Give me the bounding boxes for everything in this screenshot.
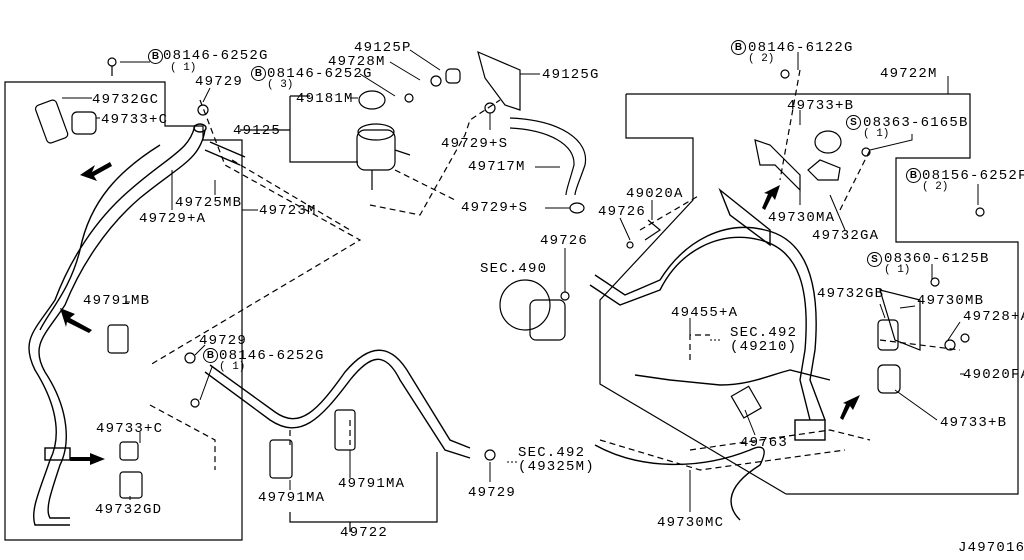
part-label-49729[interactable]: 49729 — [468, 485, 517, 501]
quantity-label: ( 2) — [922, 181, 949, 193]
part-label-49125g[interactable]: 49125G — [542, 67, 600, 83]
part-label-49125p[interactable]: 49125P — [354, 40, 412, 56]
bolt-symbol-b: B — [906, 168, 921, 183]
part-label-49725mb[interactable]: 49725MB — [175, 195, 243, 211]
screw-symbol-s: S — [867, 252, 882, 267]
part-label-49730ma[interactable]: 49730MA — [768, 210, 836, 226]
part-label-49020a[interactable]: 49020A — [626, 186, 684, 202]
part-label-49729s[interactable]: 49729+S — [461, 200, 529, 216]
section-ref-49325m: (49325M) — [518, 459, 595, 475]
part-label-49732gd[interactable]: 49732GD — [95, 502, 163, 518]
quantity-label: ( 1) — [170, 62, 197, 74]
hose-49722m — [589, 187, 831, 521]
part-label-49726[interactable]: 49726 — [598, 204, 647, 220]
quantity-label: ( 1) — [219, 361, 246, 373]
part-label-49728a[interactable]: 49728+A — [963, 309, 1024, 325]
group-box-49722m — [599, 93, 1019, 495]
quantity-label: ( 1) — [884, 264, 911, 276]
bolt-symbol-b: B — [731, 40, 746, 55]
part-label-49181m[interactable]: 49181M — [296, 91, 354, 107]
bolt-symbol-b: B — [203, 348, 218, 363]
part-label-49455a[interactable]: 49455+A — [671, 305, 739, 321]
part-label-08360-6125b[interactable]: 08360-6125B — [884, 251, 990, 267]
section-label-490[interactable]: SEC.490 — [480, 261, 548, 277]
part-label-08156-6252f[interactable]: 08156-6252F — [922, 168, 1024, 184]
section-ref-49210: (49210) — [730, 339, 798, 355]
bracket-49722 — [289, 452, 438, 532]
part-label-49732gc[interactable]: 49732GC — [92, 92, 160, 108]
part-label-49732ga[interactable]: 49732GA — [812, 228, 880, 244]
part-label-49717m[interactable]: 49717M — [468, 159, 526, 175]
part-label-49733b[interactable]: 49733+B — [940, 415, 1008, 431]
bolt-symbol-b: B — [148, 49, 163, 64]
part-label-08146-6252g[interactable]: 08146-6252G — [163, 48, 269, 64]
section-label-492[interactable]: SEC.492 — [730, 325, 798, 341]
leader-lines — [62, 49, 979, 512]
part-label-49729[interactable]: 49729 — [199, 333, 248, 349]
part-label-49730mb[interactable]: 49730MB — [917, 293, 985, 309]
part-label-49729s[interactable]: 49729+S — [441, 136, 509, 152]
part-label-49733c[interactable]: 49733+C — [101, 112, 169, 128]
section-label-492[interactable]: SEC.492 — [518, 445, 586, 461]
part-label-49763[interactable]: 49763 — [740, 435, 789, 451]
quantity-label: ( 1) — [863, 128, 890, 140]
part-label-49726[interactable]: 49726 — [540, 233, 589, 249]
part-label-49791ma[interactable]: 49791MA — [338, 476, 406, 492]
bolt-symbol-b: B — [251, 66, 266, 81]
part-label-49723m[interactable]: 49723M — [259, 203, 317, 219]
part-label-49732gb[interactable]: 49732GB — [817, 286, 885, 302]
part-label-08146-6252g[interactable]: 08146-6252G — [267, 66, 373, 82]
part-label-49125[interactable]: 49125 — [233, 123, 282, 139]
hose-49722 — [204, 349, 471, 459]
bracket-49125 — [240, 95, 358, 163]
part-label-49730mc[interactable]: 49730MC — [657, 515, 725, 531]
part-label-49791mb[interactable]: 49791MB — [83, 293, 151, 309]
part-label-49733b[interactable]: 49733+B — [787, 98, 855, 114]
part-label-49722m[interactable]: 49722M — [880, 66, 938, 82]
part-label-49722[interactable]: 49722 — [340, 525, 389, 541]
quantity-label: ( 3) — [267, 79, 294, 91]
part-label-49733c[interactable]: 49733+C — [96, 421, 164, 437]
part-label-49729[interactable]: 49729 — [195, 74, 244, 90]
diagram-id: J497016L — [958, 540, 1024, 556]
parts-small — [34, 50, 985, 499]
part-label-08146-6122g[interactable]: 08146-6122G — [748, 40, 854, 56]
screw-symbol-s: S — [846, 115, 861, 130]
hose-49723m — [28, 123, 246, 526]
part-label-08363-6165b[interactable]: 08363-6165B — [863, 115, 969, 131]
part-label-08146-6252g[interactable]: 08146-6252G — [219, 348, 325, 364]
part-label-49729a[interactable]: 49729+A — [139, 211, 207, 227]
part-label-49728m[interactable]: 49728M — [328, 54, 386, 70]
part-label-49791ma[interactable]: 49791MA — [258, 490, 326, 506]
quantity-label: ( 2) — [748, 53, 775, 65]
part-label-49020fa[interactable]: 49020FA — [963, 367, 1024, 383]
direction-arrows — [60, 162, 860, 465]
